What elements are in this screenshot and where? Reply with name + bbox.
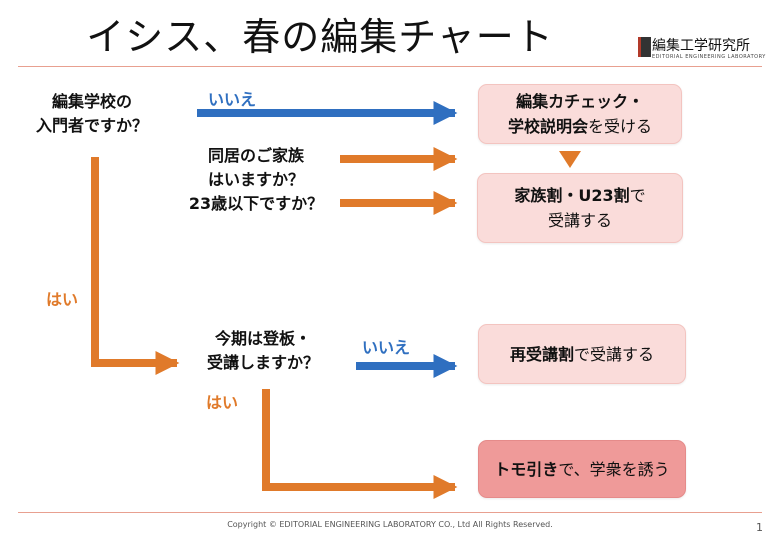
footer-rule	[18, 512, 762, 513]
question-this-term: 今期は登板・ 受講しますか？	[206, 329, 319, 372]
header-rule	[18, 66, 762, 67]
result-retake-discount: 再受講割で受講する	[478, 324, 686, 384]
result-check-info-session: 編集カチェック・ 学校説明会を受ける	[478, 84, 682, 144]
arrow-q3-yes	[262, 389, 458, 499]
label-no-1: いいえ	[208, 90, 257, 109]
arrow-q1-yes	[91, 157, 180, 375]
company-logo: 編集工学研究所 EDITORIAL ENGINEERING LABORATORY	[638, 34, 774, 62]
label-yes-2: はい	[206, 393, 239, 412]
result-family-u23-discount: 家族割・U23割で 受講する	[477, 173, 683, 243]
copyright-footer: Copyright © EDITORIAL ENGINEERING LABORA…	[227, 520, 553, 529]
page-number: 1	[756, 521, 763, 534]
label-yes-1: はい	[46, 290, 79, 309]
logo-subtitle: EDITORIAL ENGINEERING LABORATORY	[652, 54, 766, 60]
logo-name: 編集工学研究所	[652, 38, 750, 54]
question-beginner: 編集学校の 入門者ですか？	[35, 92, 148, 135]
page-title: イシス、春の編集チャート	[86, 15, 554, 59]
label-no-2: いいえ	[362, 338, 411, 357]
question-family: 同居のご家族 はいますか？ 23歳以下ですか？	[188, 146, 324, 213]
triangle-r1-r2	[559, 151, 581, 168]
result-friend-invite: トモ引きで、学衆を誘う	[478, 440, 686, 498]
logo-mark-icon	[638, 37, 651, 57]
